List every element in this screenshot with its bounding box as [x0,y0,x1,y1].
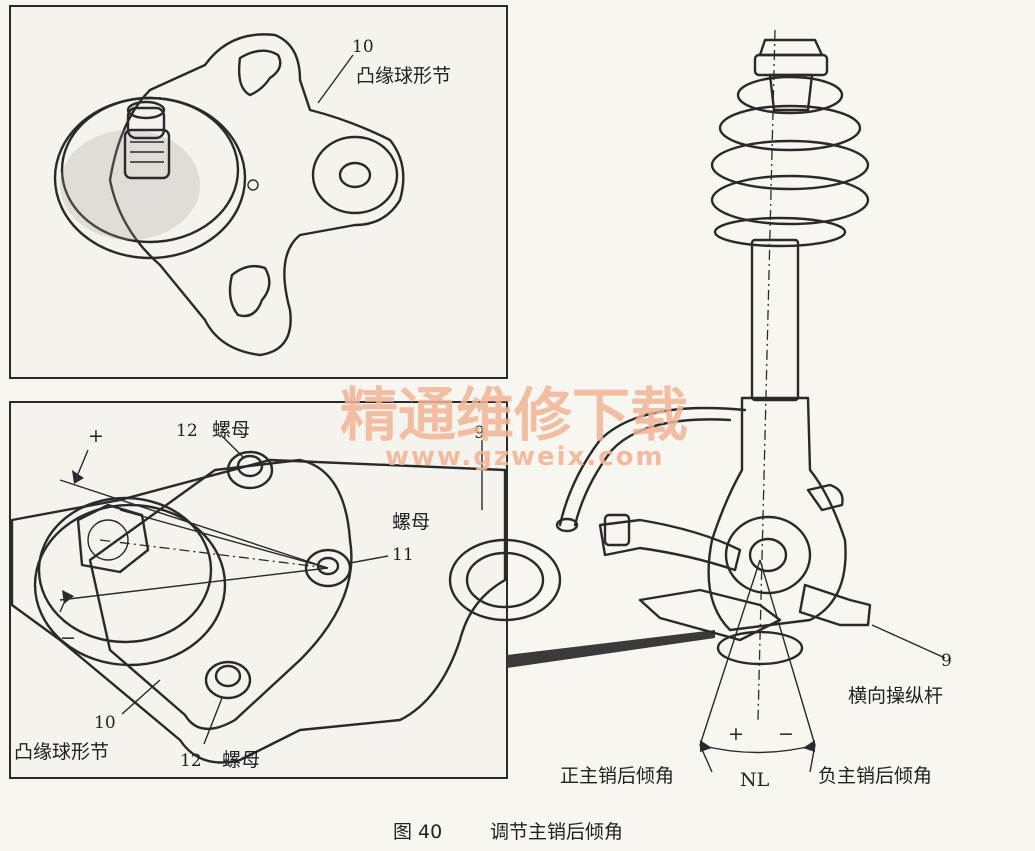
nut-bottom-number: 12 [180,751,202,771]
coil-spring-icon [710,75,870,248]
nut-center-icon [304,548,352,588]
bottom-number-9: 9 [474,423,485,443]
nl-label: NL [740,769,770,791]
watermark: 精通维修下载 www.gzweix.com [340,381,688,472]
top-part-number: 10 [352,37,374,57]
nut-bottom-icon [204,660,252,700]
figure-caption: 图 40 调节主销后倾角 [393,821,623,843]
caption-title: 调节主销后倾角 [490,821,623,843]
bottom-plus-sign: + [88,425,104,447]
bottom-part-number: 10 [94,713,116,733]
bottom-minus-sign: − [60,627,76,649]
bottom-panel: + − 12 螺母 9 螺母 11 10 凸缘球形节 12 螺母 [9,401,562,779]
nut-bottom-label: 螺母 [222,749,260,771]
nut-top-icon [226,450,274,490]
top-part-label: 凸缘球形节 [356,65,451,87]
caption-figure-number: 图 40 [393,821,442,843]
tie-rod-number: 9 [941,651,952,671]
watermark-url: www.gzweix.com [385,442,665,472]
right-minus-sign: − [778,723,794,745]
negative-caster-label: 负主销后倾角 [818,765,932,787]
bottom-number-11: 11 [392,545,414,565]
connector-band [507,630,715,668]
nut-top-number: 12 [176,421,198,441]
caster-angle-wedge [699,559,816,754]
nut-top-label: 螺母 [212,419,250,441]
right-plus-sign: + [728,723,744,745]
right-figure: 9 横向操纵杆 + − 正主销后倾角 NL 负主销后倾角 [555,29,952,791]
tie-rod-label: 横向操纵杆 [848,685,943,707]
positive-caster-label: 正主销后倾角 [560,765,674,787]
bottom-part-label: 凸缘球形节 [14,741,109,763]
watermark-title: 精通维修下载 [340,381,688,449]
top-panel: 10 凸缘球形节 [9,5,508,379]
nut-right-label: 螺母 [392,511,430,533]
